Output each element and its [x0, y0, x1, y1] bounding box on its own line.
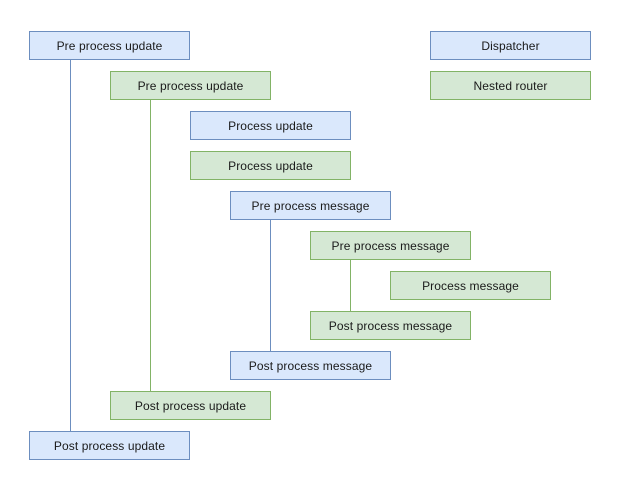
- node-process-message-router[interactable]: Process message: [390, 271, 551, 300]
- connector-dispatcher-message: [270, 220, 271, 351]
- legend-item-dispatcher[interactable]: Dispatcher: [430, 31, 591, 60]
- legend-item-nested-router[interactable]: Nested router: [430, 71, 591, 100]
- connector-router-message: [350, 260, 351, 311]
- connector-router-outer: [150, 100, 151, 391]
- connector-dispatcher-outer: [70, 60, 71, 431]
- legend-label: Dispatcher: [481, 38, 540, 53]
- legend-label: Nested router: [473, 78, 548, 93]
